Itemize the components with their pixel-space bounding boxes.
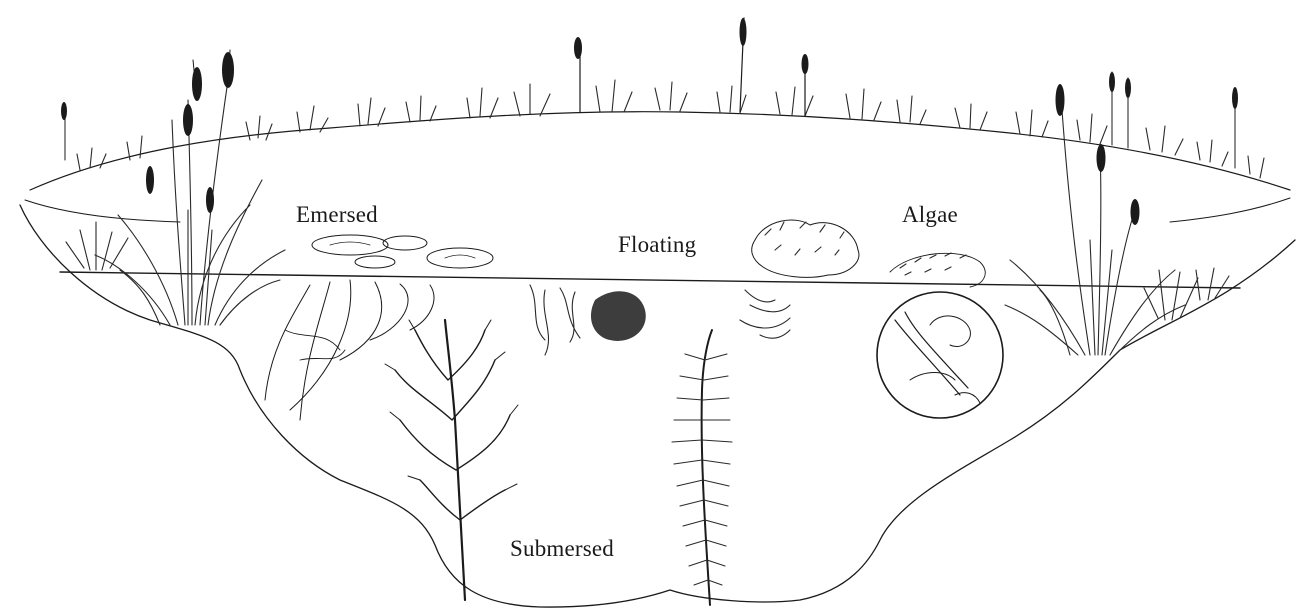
far-bank-grass bbox=[77, 80, 1264, 178]
left-cattail-clump bbox=[95, 50, 285, 325]
left-small-plants bbox=[66, 222, 128, 270]
label-emersed: Emersed bbox=[296, 202, 378, 228]
floating-lily-pads bbox=[312, 235, 493, 268]
submerged-plant-center bbox=[672, 330, 732, 605]
dense-algae-clump bbox=[591, 291, 646, 341]
water-surface-line bbox=[60, 272, 1240, 288]
pond-basin-outline bbox=[20, 205, 1295, 607]
label-submersed: Submersed bbox=[510, 536, 614, 562]
algae-mat bbox=[890, 253, 985, 287]
magnified-algae-icon bbox=[877, 292, 1003, 418]
floating-plant-mass bbox=[752, 220, 859, 277]
label-algae: Algae bbox=[902, 202, 958, 228]
root-strands bbox=[265, 280, 434, 420]
label-floating: Floating bbox=[618, 232, 696, 258]
subsurface-tufts bbox=[530, 285, 790, 355]
submerged-plant-left bbox=[385, 320, 518, 600]
